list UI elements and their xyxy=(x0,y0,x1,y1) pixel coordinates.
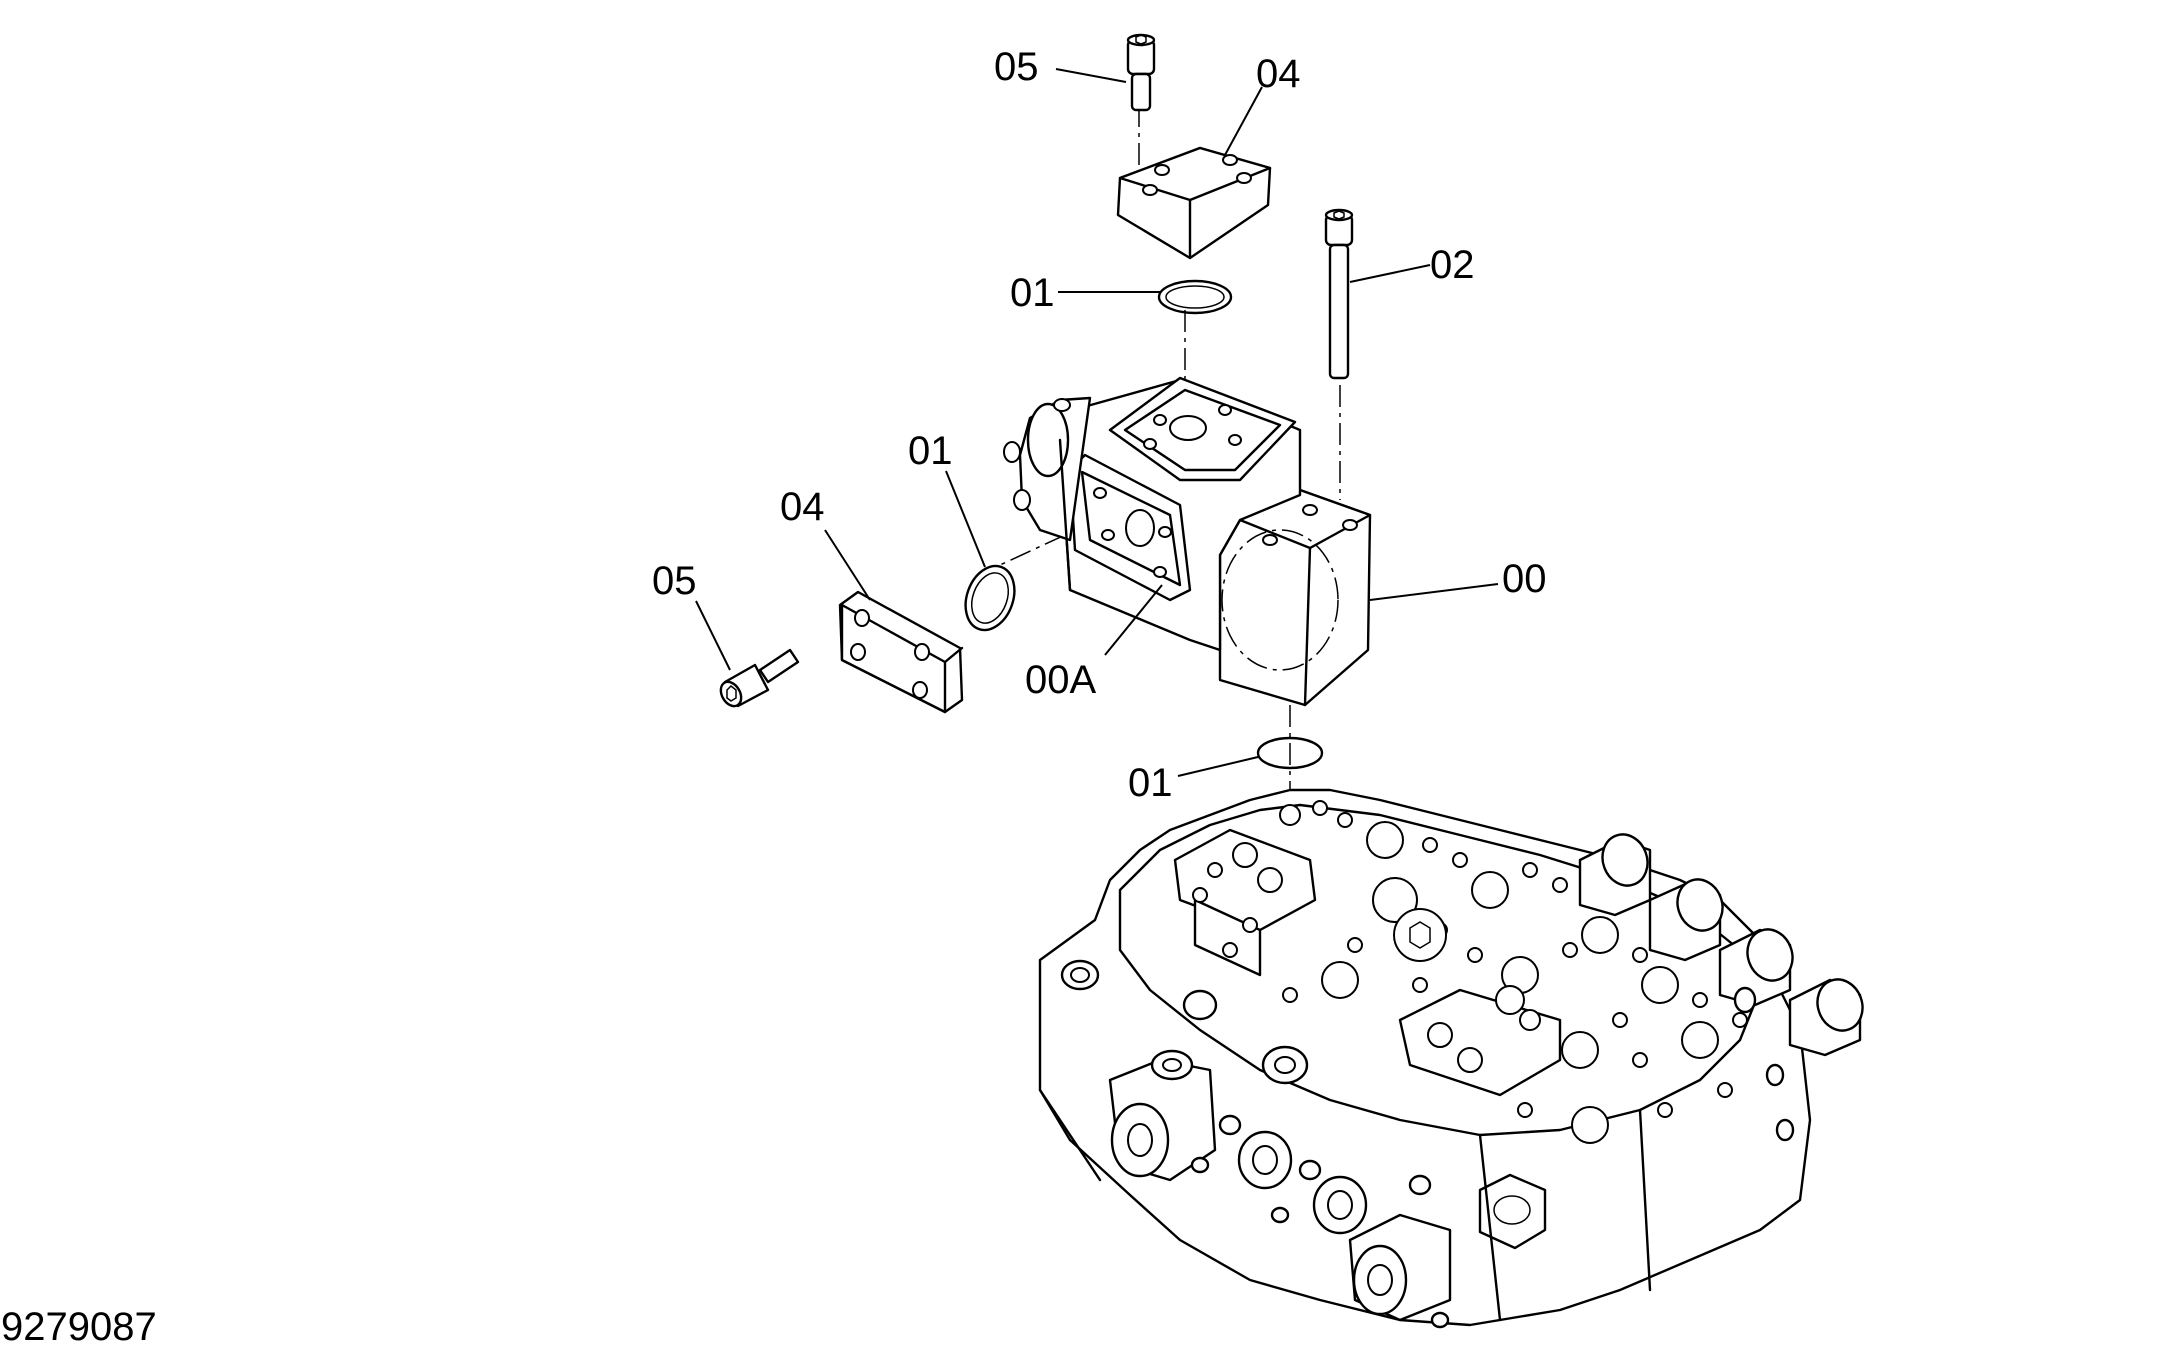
callout-01-bottom: 01 xyxy=(1128,761,1173,805)
flange-block-04-left xyxy=(838,590,964,714)
callout-01-left: 01 xyxy=(908,429,953,473)
cap-screw-05-left xyxy=(719,648,800,708)
callout-labels: 05 04 01 02 01 04 05 00 00A 01 xyxy=(652,45,1547,805)
assembly-centerlines xyxy=(999,105,1341,800)
callout-00A: 00A xyxy=(1025,658,1096,702)
callout-04-left: 04 xyxy=(780,485,825,529)
o-ring-01-left xyxy=(964,564,1016,632)
callout-02: 02 xyxy=(1430,243,1475,287)
leader-lines xyxy=(695,68,1499,777)
cap-screw-05-top xyxy=(1126,33,1156,112)
valve-body-00 xyxy=(1003,376,1372,707)
o-ring-01-bottom xyxy=(1256,736,1324,770)
long-bolt-02 xyxy=(1324,208,1354,380)
callout-00: 00 xyxy=(1502,557,1547,601)
o-ring-01-top xyxy=(1157,279,1233,315)
callout-01-top: 01 xyxy=(1010,271,1055,315)
flange-block-04-top xyxy=(1116,146,1272,260)
control-valve-block xyxy=(1038,788,1864,1329)
callout-05-top: 05 xyxy=(994,45,1039,89)
figure-id: 9279087 xyxy=(1,1305,157,1345)
callout-04-top: 04 xyxy=(1256,52,1301,96)
callout-05-left: 05 xyxy=(652,559,697,603)
